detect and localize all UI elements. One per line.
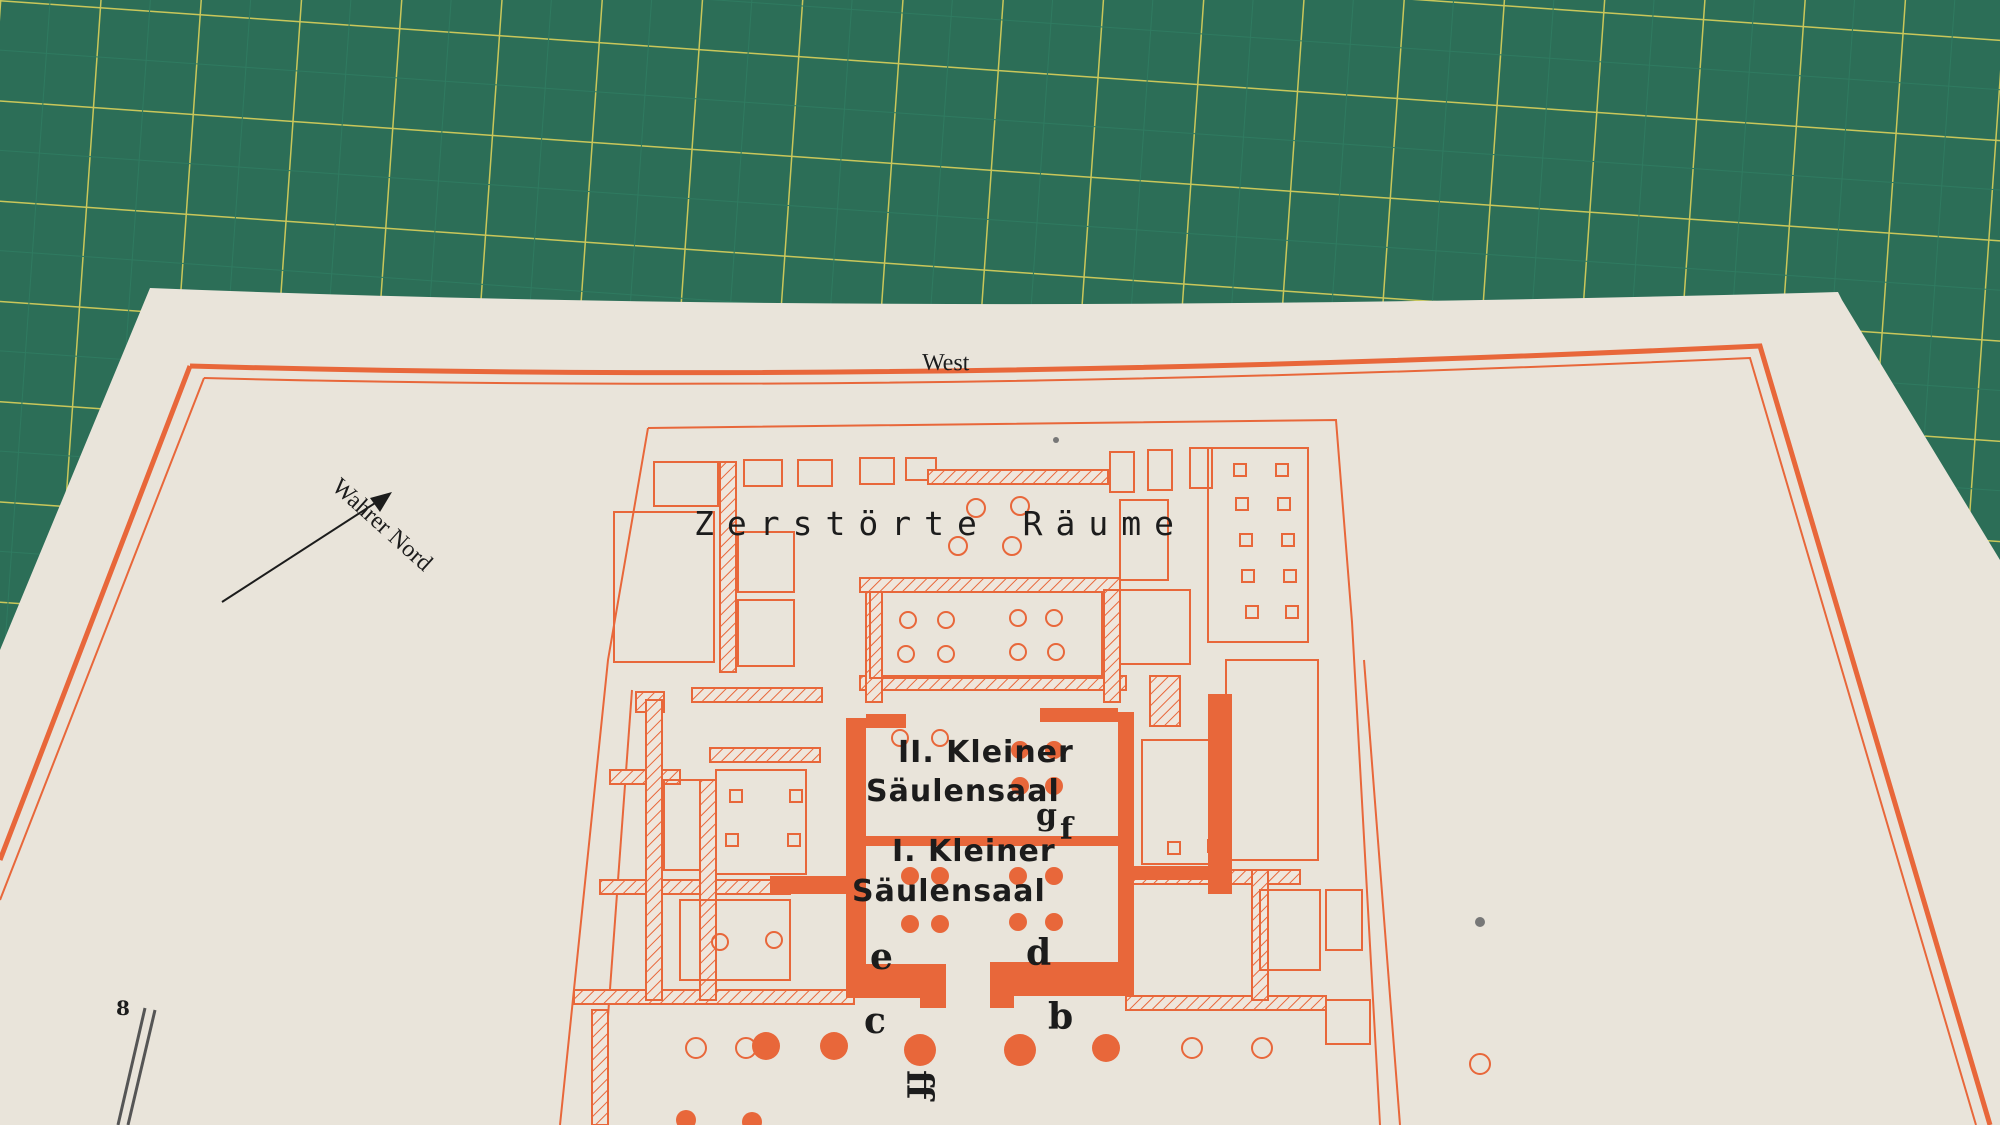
columns-hollow	[685, 496, 1491, 1075]
scale-digit: 8	[116, 996, 130, 1020]
plan-letter-b: b	[1048, 996, 1074, 1038]
hall-2-label-line2: Säulensaal	[866, 774, 1060, 809]
dot-mark	[1475, 917, 1485, 927]
square-piers	[725, 463, 1299, 855]
hall-1-label-line1: I. Kleiner	[892, 834, 1056, 869]
scale-bar	[116, 1007, 157, 1125]
hall-1-label-line2: Säulensaal	[852, 874, 1046, 909]
upper-hall	[869, 591, 1103, 679]
direction-label-west: West	[921, 349, 970, 377]
north-arrow-icon	[221, 492, 392, 603]
hall-walls	[770, 694, 1232, 1008]
plan-letter-c: c	[864, 1000, 886, 1042]
map-border	[0, 343, 1993, 1125]
plan-letter-d: d	[1026, 932, 1052, 974]
plan-letter-f: f	[1060, 812, 1073, 847]
plan-letter-g: g	[1036, 798, 1057, 833]
dot-mark	[1053, 437, 1059, 443]
columns-solid	[676, 741, 1120, 1125]
plan-letter-e: e	[870, 936, 893, 978]
paper	[0, 288, 2000, 1125]
plan-letter-ff: ff	[898, 1070, 940, 1100]
hall-2-label-line1: II. Kleiner	[898, 735, 1074, 770]
destroyed-rooms-label: Zerstörte Räume	[694, 504, 1188, 543]
